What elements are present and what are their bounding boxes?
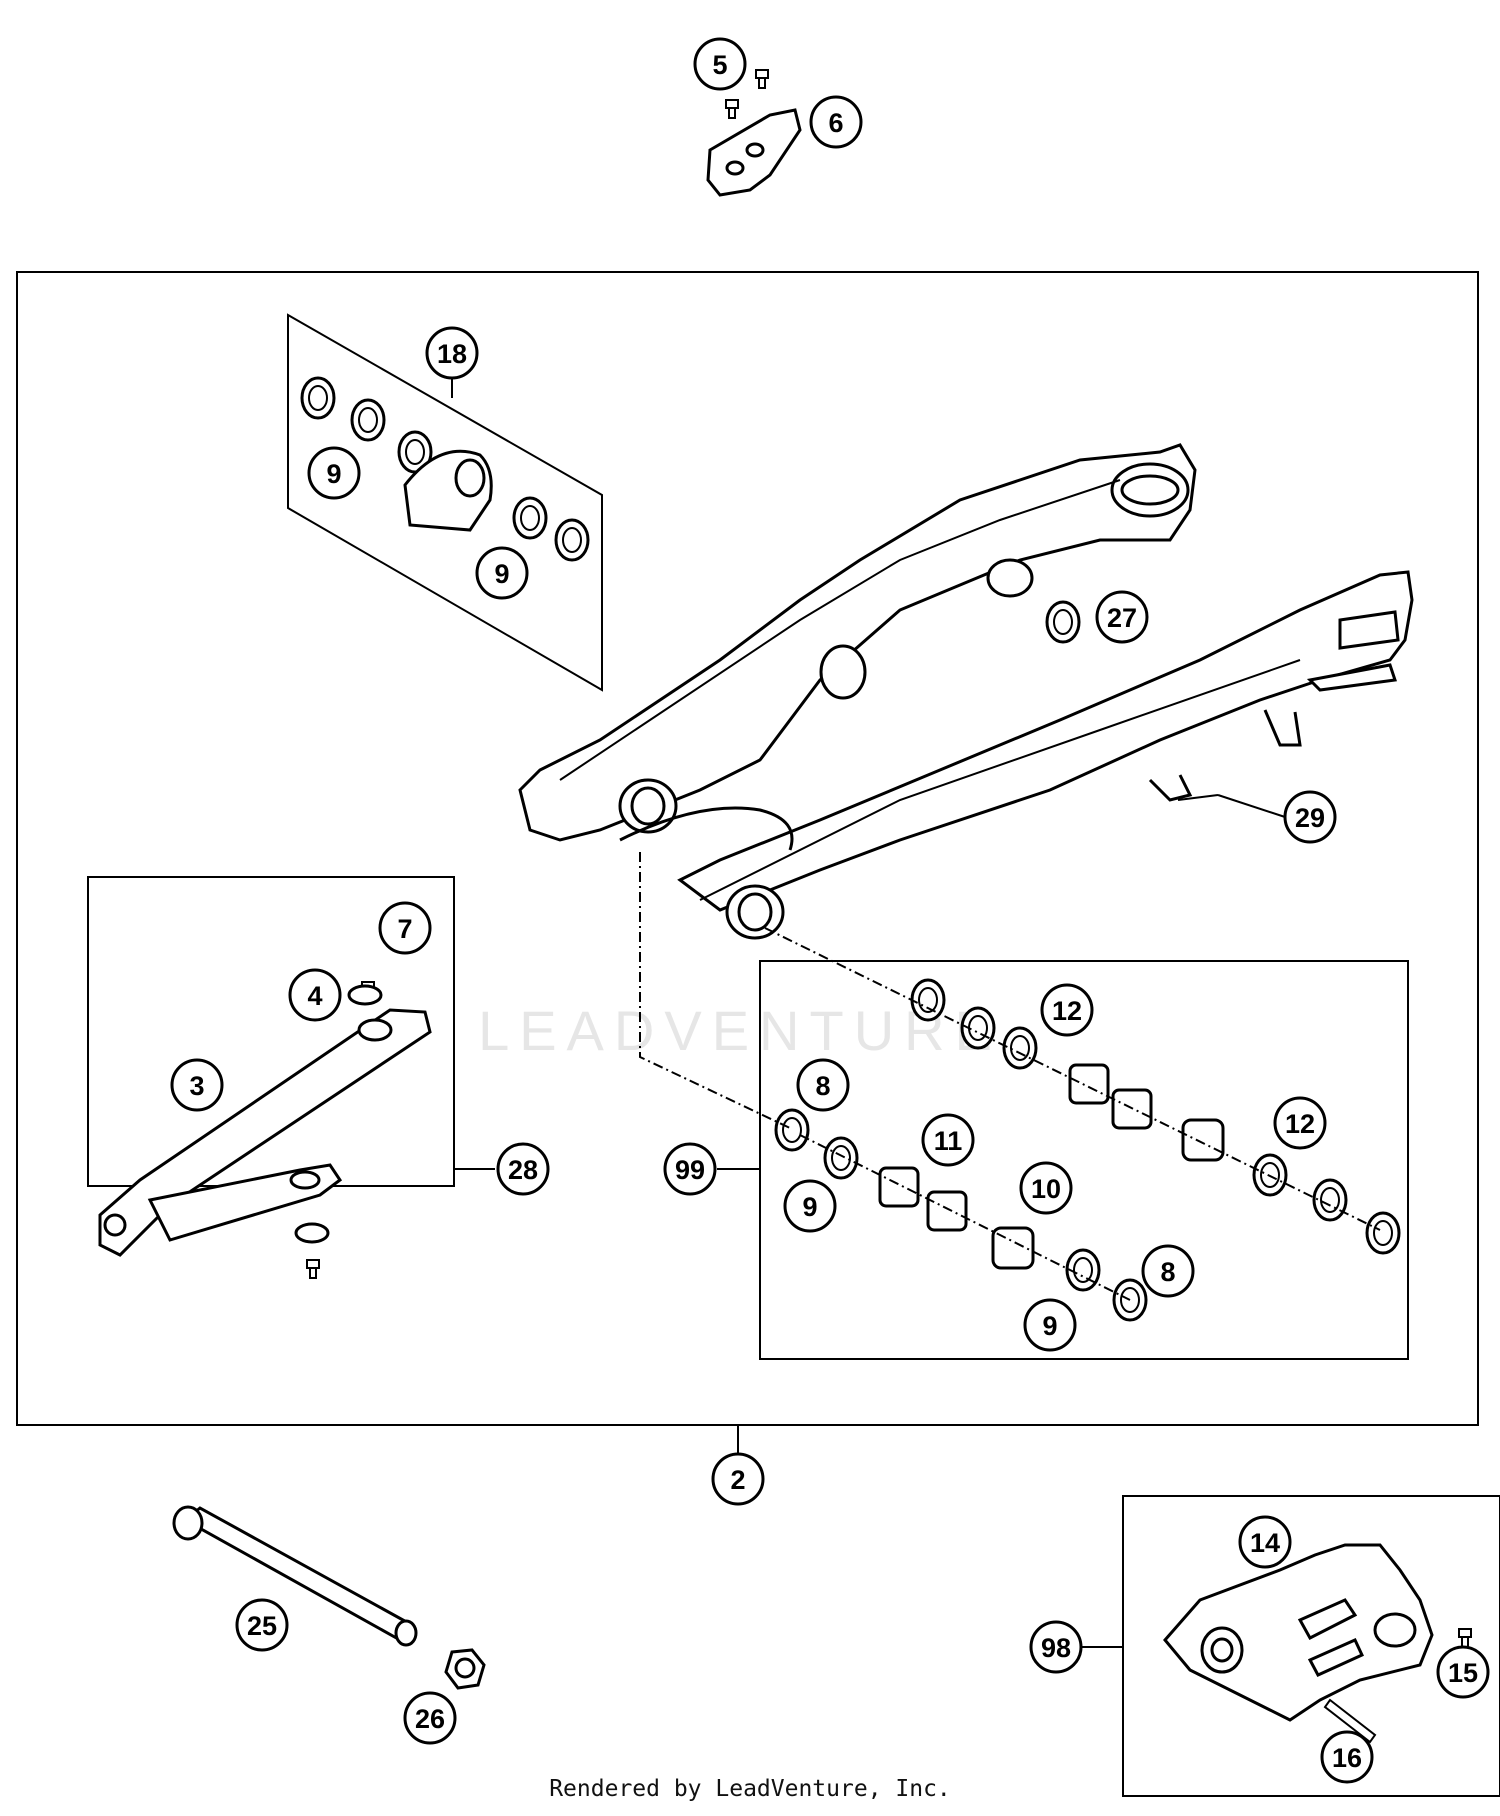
svg-text:26: 26 xyxy=(415,1704,445,1734)
alignment-lines xyxy=(639,852,1381,1301)
callout-6: 6 xyxy=(809,95,863,149)
callout-25: 25 xyxy=(235,1598,289,1652)
svg-text:98: 98 xyxy=(1041,1633,1071,1663)
svg-text:27: 27 xyxy=(1107,603,1137,633)
callout-7: 7 xyxy=(378,901,432,955)
callout-28: 28 xyxy=(496,1142,550,1196)
washer-icon xyxy=(347,984,383,1006)
chain-slider-illustration xyxy=(98,1008,432,1257)
svg-text:10: 10 xyxy=(1031,1174,1061,1204)
callout-12-upper: 12 xyxy=(1040,983,1094,1037)
svg-text:15: 15 xyxy=(1448,1658,1478,1688)
needle-bearing-icon xyxy=(1068,1063,1110,1105)
svg-text:18: 18 xyxy=(437,339,467,369)
needle-bearing-icon xyxy=(926,1190,968,1232)
svg-text:25: 25 xyxy=(247,1611,277,1641)
svg-text:11: 11 xyxy=(934,1126,963,1156)
callout-9-kit-left: 9 xyxy=(783,1179,837,1233)
swingarm-axle-illustration xyxy=(172,1505,486,1690)
callout-98: 98 xyxy=(1029,1620,1083,1674)
svg-text:3: 3 xyxy=(189,1071,204,1101)
svg-text:2: 2 xyxy=(730,1465,745,1495)
svg-text:29: 29 xyxy=(1295,803,1325,833)
bearing-kit-frame xyxy=(759,960,1409,1360)
chain-guide-piece-6 xyxy=(706,108,802,197)
callout-10: 10 xyxy=(1019,1161,1073,1215)
callout-15: 15 xyxy=(1436,1645,1490,1699)
callout-14: 14 xyxy=(1238,1515,1292,1569)
leader-lines xyxy=(451,378,1286,1648)
callout-9-upper-left: 9 xyxy=(307,446,361,500)
callout-26: 26 xyxy=(403,1691,457,1745)
svg-text:14: 14 xyxy=(1250,1528,1280,1558)
callout-16: 16 xyxy=(1320,1730,1374,1784)
svg-text:9: 9 xyxy=(494,559,509,589)
washer-icon xyxy=(294,1222,330,1244)
callout-8-lower: 8 xyxy=(1141,1244,1195,1298)
sleeve-icon xyxy=(1181,1118,1225,1162)
sleeve-icon xyxy=(991,1226,1035,1270)
callout-3: 3 xyxy=(170,1058,224,1112)
svg-text:9: 9 xyxy=(326,459,341,489)
callout-18: 18 xyxy=(425,326,479,380)
callout-2: 2 xyxy=(711,1452,765,1506)
svg-text:16: 16 xyxy=(1332,1743,1362,1773)
bolt-16-illustration xyxy=(1323,1698,1377,1744)
callout-5: 5 xyxy=(693,37,747,91)
footer-credit: Rendered by LeadVenture, Inc. xyxy=(549,1776,951,1802)
needle-bearing-icon xyxy=(878,1166,920,1208)
svg-text:12: 12 xyxy=(1285,1109,1315,1139)
callout-9-upper-right: 9 xyxy=(475,546,529,600)
svg-text:28: 28 xyxy=(508,1155,538,1185)
svg-text:7: 7 xyxy=(397,914,412,944)
callout-12-lower: 12 xyxy=(1273,1096,1327,1150)
svg-text:8: 8 xyxy=(815,1071,830,1101)
svg-text:9: 9 xyxy=(802,1192,817,1222)
callout-29: 29 xyxy=(1283,790,1337,844)
svg-text:5: 5 xyxy=(712,50,727,80)
watermark-text: LEADVENTURE xyxy=(478,999,1002,1062)
rear-bearing-kit-frame xyxy=(287,313,603,692)
svg-text:4: 4 xyxy=(307,981,322,1011)
svg-text:8: 8 xyxy=(1160,1257,1175,1287)
svg-text:12: 12 xyxy=(1052,996,1082,1026)
callout-9-kit-lower: 9 xyxy=(1023,1298,1077,1352)
svg-text:9: 9 xyxy=(1042,1311,1057,1341)
callout-99: 99 xyxy=(663,1142,717,1196)
callout-27: 27 xyxy=(1095,590,1149,644)
svg-text:6: 6 xyxy=(828,108,843,138)
swingarm-frame xyxy=(16,271,1479,1426)
callout-8-upper: 8 xyxy=(796,1058,850,1112)
callout-11: 11 xyxy=(921,1113,975,1167)
callout-4: 4 xyxy=(288,968,342,1022)
svg-text:99: 99 xyxy=(675,1155,705,1185)
chain-guide-illustration xyxy=(1163,1543,1434,1722)
swingarm-illustration xyxy=(518,443,1414,940)
